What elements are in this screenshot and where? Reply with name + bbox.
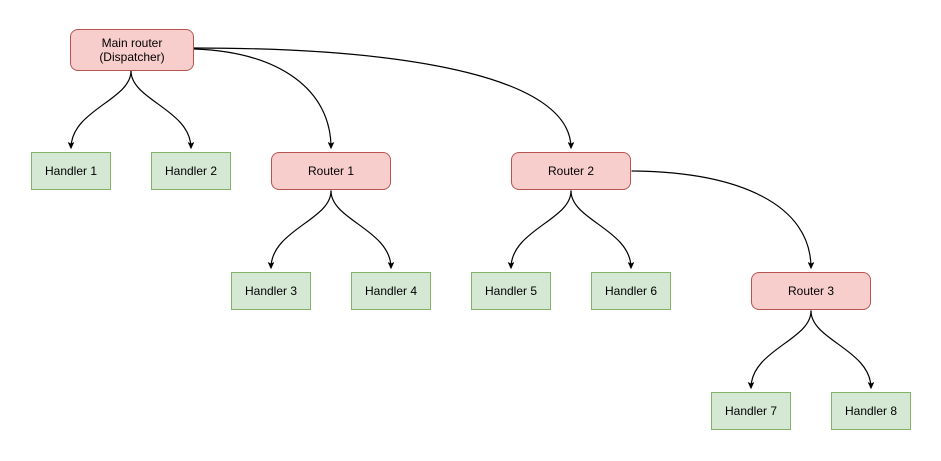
node-label-handler-8: Handler 8 <box>844 404 898 418</box>
node-handler-6[interactable]: Handler 6 <box>591 272 671 310</box>
edge-main-to-handler-1 <box>67 70 132 149</box>
edge-group <box>67 47 875 389</box>
node-router-2[interactable]: Router 2 <box>511 152 631 190</box>
node-label-router-1: Router 1 <box>307 164 355 178</box>
node-router-1[interactable]: Router 1 <box>271 152 391 190</box>
node-handler-4[interactable]: Handler 4 <box>351 272 431 310</box>
edge-router-3-to-handler-8 <box>810 310 875 389</box>
node-label-router-2: Router 2 <box>547 164 595 178</box>
node-label-handler-7: Handler 7 <box>724 404 778 418</box>
node-label-handler-1: Handler 1 <box>44 164 98 178</box>
node-handler-7[interactable]: Handler 7 <box>711 392 791 430</box>
node-handler-2[interactable]: Handler 2 <box>151 152 231 190</box>
node-label-handler-3: Handler 3 <box>244 284 298 298</box>
edge-router-2-to-handler-5 <box>507 190 572 269</box>
node-label-main-router: Main router (Dispatcher) <box>99 36 165 64</box>
node-handler-8[interactable]: Handler 8 <box>831 392 911 430</box>
edge-main-to-router-2 <box>193 47 575 149</box>
node-main-router[interactable]: Main router (Dispatcher) <box>70 29 194 71</box>
edge-router-3-to-handler-7 <box>747 310 812 389</box>
node-handler-5[interactable]: Handler 5 <box>471 272 551 310</box>
edge-router-2-to-router-3 <box>631 170 815 269</box>
node-label-router-3: Router 3 <box>787 284 835 298</box>
node-handler-3[interactable]: Handler 3 <box>231 272 311 310</box>
edge-router-1-to-handler-3 <box>267 190 332 269</box>
edge-router-2-to-handler-6 <box>570 190 635 269</box>
edge-main-to-router-1 <box>193 48 335 149</box>
node-label-handler-2: Handler 2 <box>164 164 218 178</box>
node-router-3[interactable]: Router 3 <box>751 272 871 310</box>
node-label-handler-4: Handler 4 <box>364 284 418 298</box>
edge-router-1-to-handler-4 <box>330 190 395 269</box>
edge-main-to-handler-2 <box>130 70 195 149</box>
node-handler-1[interactable]: Handler 1 <box>31 152 111 190</box>
node-label-handler-5: Handler 5 <box>484 284 538 298</box>
node-label-handler-6: Handler 6 <box>604 284 658 298</box>
